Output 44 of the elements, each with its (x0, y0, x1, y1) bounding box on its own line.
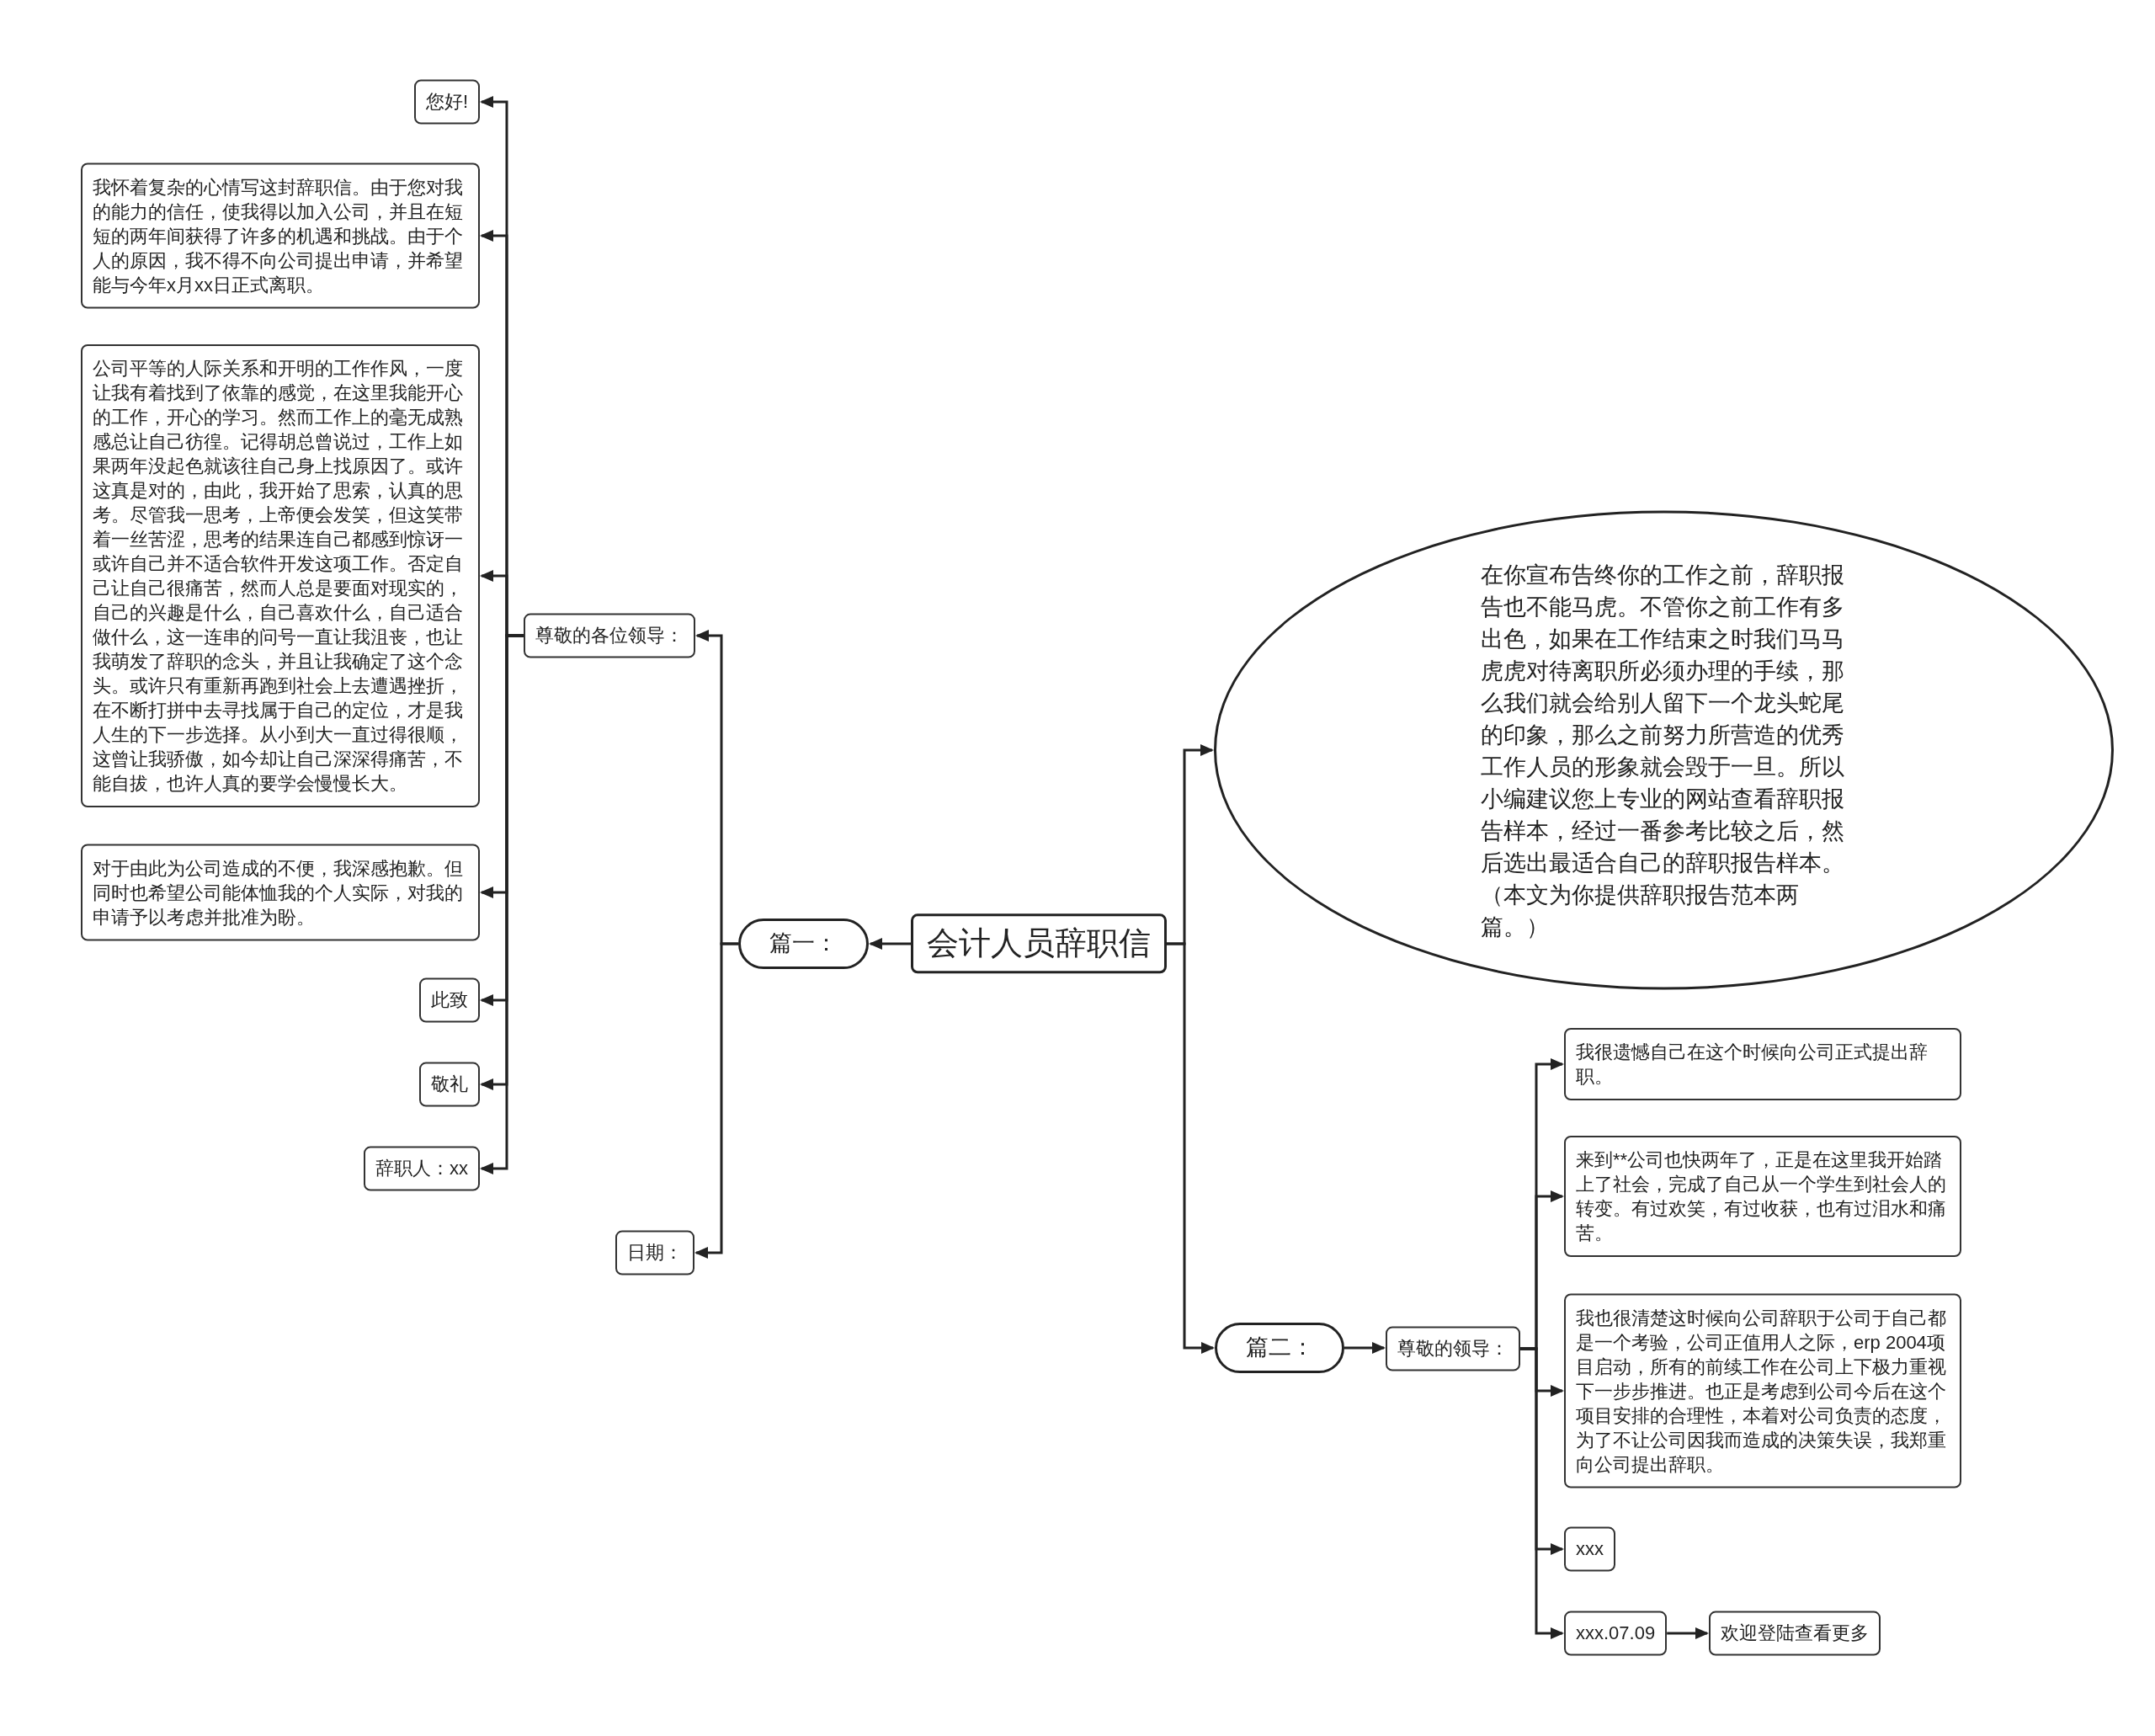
text-box (1709, 1611, 1881, 1656)
paragraph-text: 我怀着复杂的心情写这封辞职信。由于您对我的能力的信任，使我得以加入公司，并且在短短的两年间获得了许多的机遇和挑战。由于个人的原因，我不得不向公司提出申请，并希望能与今年x月xx日正式离职。 (93, 175, 464, 297)
paragraph-text: 我很遗憾自己在这个时候向公司正式提出辞职。 (1576, 1041, 1929, 1089)
title-text: 会计人员辞职信 (927, 925, 1151, 961)
box-text: 尊敬的领导： (1397, 1337, 1508, 1359)
paragraph-text: 来到**公司也快两年了，正是在这里我开始踏上了社会，完成了自己从一个学生到社会人的转变。有过欢笑，有过收获，也有过泪水和痛苦。 (1576, 1148, 1947, 1245)
section-text: 篇一： (769, 929, 838, 958)
connector-arrow (1667, 1627, 1709, 1639)
text-box (1564, 1293, 1961, 1488)
connector-arrow (694, 942, 738, 1259)
box-text: 敬礼 (431, 1073, 468, 1094)
text-box (419, 977, 480, 1023)
box-text: 辞职人：xx (375, 1157, 468, 1179)
title-box (911, 913, 1167, 974)
text-box (1564, 1028, 1961, 1100)
text-box (364, 1146, 480, 1191)
box-text: 日期： (627, 1241, 683, 1263)
text-box (524, 613, 695, 658)
box-text: 您好! (425, 90, 468, 112)
box-text: 欢迎登陆查看更多 (1721, 1622, 1869, 1643)
box-text: xxx.07.09 (1576, 1622, 1656, 1643)
text-box (1386, 1326, 1520, 1371)
paragraph-text: 对于由此为公司造成的不便，我深感抱歉。但同时也希望公司能体恤我的个人实际，对我的申请予以考虑并批准为盼。 (93, 856, 464, 929)
text-box (1564, 1526, 1615, 1572)
section-pill (1215, 1323, 1344, 1373)
box-text: 尊敬的各位领导： (535, 624, 684, 646)
connector-arrow (869, 938, 911, 950)
text-box (81, 844, 480, 941)
paragraph-text: 公司平等的人际关系和开明的工作作风，一度让我有着找到了依靠的感觉，在这里我能开心的工作，开心的学习。然而工作上的毫无成熟感总让自己彷徨。记得胡总曾说过，工作上如果两年没起色就该往自己身上找原因了。或许这真是对的，由此，我开始了思索，认真的思考。尽管我一思考，上帝便会发笑，但这笑带着一丝苦涩，思考的结果连自己都感到惊讶一或许自己并不适合软件开发这项工作。否定自己让自己很痛苦，然而人总是要面对现实的，自己的兴趣是什么，自己喜欢什么，自己适合做什么，这一连串的问号一直让我沮丧，也让我萌发了辞职的念头，并且让我确定了这个念头。或许只有重新再跑到社会上去遭遇挫折，在不断打拼中去寻找属于自己的定位，才是我人生的下一步选择。从小到大一直过得很顺，这曾让我骄傲，如今却让自己深深得痛苦，不能自拔，也许人真的要学会慢慢长大。 (93, 357, 464, 796)
box-text: 此致 (431, 988, 468, 1010)
text-box (419, 1062, 480, 1107)
text-box (413, 79, 480, 125)
connector-arrow (1520, 1347, 1564, 1639)
text-box (615, 1230, 694, 1275)
section-text: 篇二： (1245, 1334, 1314, 1362)
text-box (1564, 1136, 1961, 1257)
box-text: xxx (1576, 1537, 1604, 1559)
connector-arrow (1167, 942, 1215, 1354)
text-box (81, 162, 480, 309)
section-pill (738, 919, 869, 969)
paragraph-text: 在你宣布告终你的工作之前，辞职报告也不能马虎。不管你之前工作有多出色，如果在工作结束之时我们马马虎虎对待离职所必须办理的手续，那么我们就会给别人留下一个龙头蛇尾的印象，那么之前努力所营造的优秀工作人员的形象就会毁于一旦。所以小编建议您上专业的网站查看辞职报告样本，经过一番参考比较之后，然后选出最适合自己的辞职报告样本。（本文为你提供辞职报告范本两篇。） (1480, 561, 1845, 940)
text-box (1564, 1611, 1668, 1656)
connector-arrow (1344, 1342, 1386, 1354)
paragraph-text: 我也很清楚这时候向公司辞职于公司于自己都是一个考验，公司正值用人之际，erp 2004项目启动，所有的前续工作在公司上下极力重视下一步步推进。也正是考虑到公司今后在这个项目安排的合理性，本着对公司负责的态度，为了不让公司因我而造成的决策失误，我郑重向公司提出辞职。 (1576, 1306, 1947, 1477)
